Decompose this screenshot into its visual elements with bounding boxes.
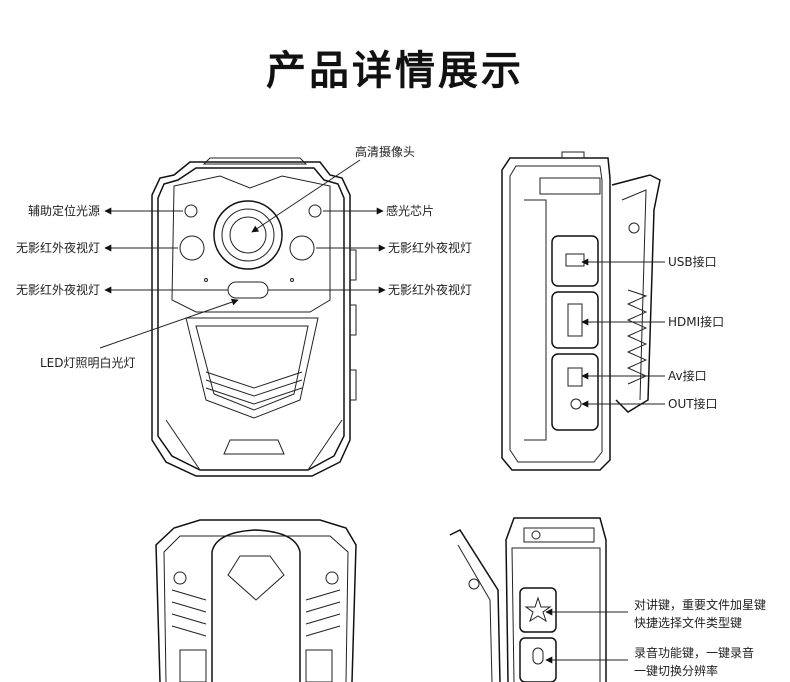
bottom-callout-lines <box>545 608 628 664</box>
label-positioning-light: 辅助定位光源 <box>28 204 101 218</box>
label-usb-port: USB接口 <box>668 255 717 269</box>
side-view-device-2 <box>449 517 607 682</box>
back-view-device <box>155 519 357 682</box>
label-record-key-line2: 一键切换分辨率 <box>634 664 719 678</box>
front-view-device <box>151 157 357 477</box>
label-star-key-line2: 快捷选择文件类型键 <box>634 616 743 630</box>
label-hdmi-port: HDMI接口 <box>668 315 725 329</box>
label-ir-lower-left: 无影红外夜视灯 <box>16 283 101 297</box>
label-led-light: LED灯照明白光灯 <box>40 356 136 370</box>
label-av-port: Av接口 <box>668 369 707 383</box>
label-ir-upper-left: 无影红外夜视灯 <box>16 241 101 255</box>
label-star-key-line1: 对讲键，重要文件加星键 <box>634 598 767 612</box>
label-sensor: 感光芯片 <box>386 204 435 218</box>
label-ir-lower-right: 无影红外夜视灯 <box>388 283 473 297</box>
label-record-key-line1: 录音功能键，一键录音 <box>634 646 755 660</box>
front-callout-lines <box>99 159 386 349</box>
label-ir-upper-right: 无影红外夜视灯 <box>388 241 473 255</box>
page-title: 产品详情展示 <box>266 48 524 94</box>
label-out-port: OUT接口 <box>668 397 718 411</box>
side-view-device <box>501 151 661 471</box>
label-hd-camera: 高清摄像头 <box>355 145 416 159</box>
side-callout-lines <box>581 258 665 408</box>
